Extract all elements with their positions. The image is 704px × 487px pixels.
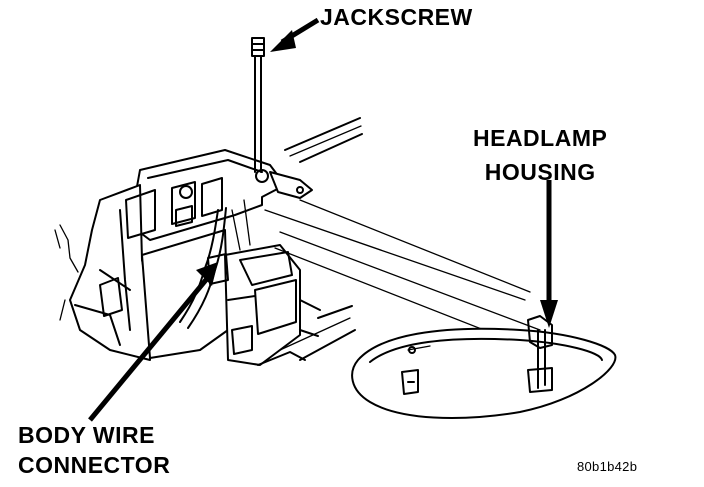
body-wire-arrow xyxy=(88,262,218,422)
figure-code: 80b1b42b xyxy=(577,459,638,474)
body-wire-connector-label: BODY WIRE CONNECTOR xyxy=(18,420,170,480)
headlamp-housing-label: HEADLAMP HOUSING xyxy=(473,121,607,189)
alignment-lines xyxy=(264,199,541,349)
headlamp-housing-part xyxy=(351,315,617,419)
body-label-line2: CONNECTOR xyxy=(18,452,171,478)
headlamp-label-line1: HEADLAMP xyxy=(473,125,608,151)
headlamp-arrow xyxy=(540,180,558,328)
center-bracket xyxy=(224,244,321,366)
jackscrew-part xyxy=(251,37,265,173)
jackscrew-label: JACKSCREW xyxy=(320,4,473,30)
body-label-line1: BODY WIRE xyxy=(18,422,155,448)
jackscrew-arrow xyxy=(270,17,320,52)
headlamp-label-line2: HOUSING xyxy=(484,159,596,185)
